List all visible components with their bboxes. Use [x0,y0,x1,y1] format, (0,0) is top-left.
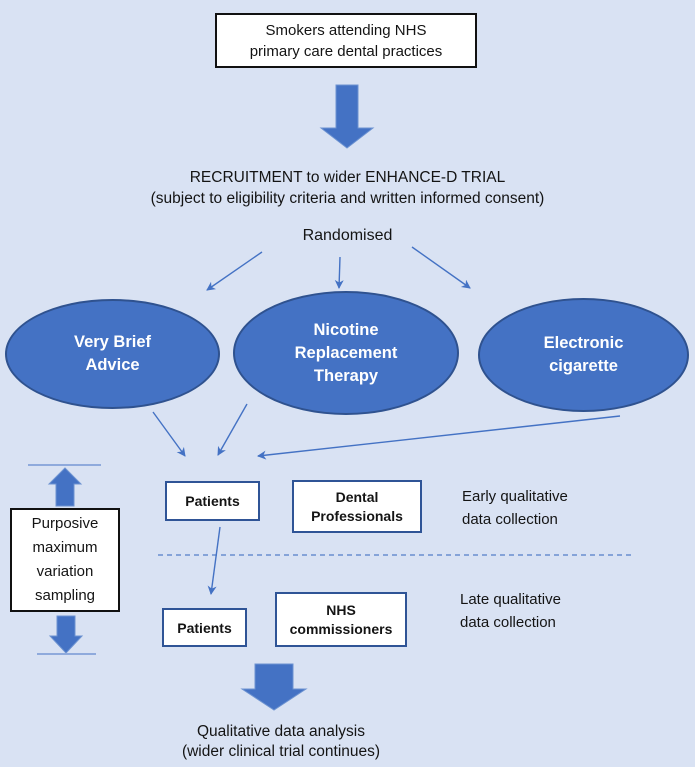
nhs-commissioners-line1: NHS [326,601,356,618]
randomise-arrow-middle [334,256,344,289]
recruitment-block-arrow-icon [319,84,375,149]
randomise-arrow-left [206,251,263,291]
arm-electronic-cigarette-ellipse: Electronic cigarette [478,298,689,412]
recruitment-line1: RECRUITMENT to wider ENHANCE-D TRIAL [189,169,506,186]
analysis-block-arrow-icon [240,663,308,711]
analysis-caption: Qualitative data analysis (wider clinica… [96,722,466,761]
arm-nrt-line1: Nicotine [313,320,379,339]
dental-professionals-line2: Professionals [311,507,403,524]
source-population-line2: primary care dental practices [249,42,443,60]
arm-nrt-line3: Therapy [313,366,379,385]
arm-vba-line2: Advice [85,356,140,374]
patients-flow-arrow [207,526,221,595]
recruitment-caption: RECRUITMENT to wider ENHANCE-D TRIAL (su… [0,167,695,209]
early-collection-line1: Early qualitative [462,488,568,505]
sampling-line1: Purposive [31,515,99,532]
arm-very-brief-advice-ellipse: Very Brief Advice [5,299,220,409]
early-collection-line2: data collection [462,511,558,528]
purposive-sampling-box: Purposive maximum variation sampling [10,508,120,612]
late-collection-line1: Late qualitative [460,591,561,608]
arm-ec-line2: cigarette [549,357,618,375]
late-collection-label: Late qualitative data collection [460,588,640,634]
sampling-up-arrow-icon [47,467,83,507]
randomise-arrow-right [411,246,471,289]
nhs-commissioners-box: NHS commissioners [275,592,407,647]
dental-professionals-line1: Dental [335,488,379,505]
converge-arrow-right [257,415,621,460]
converge-arrow-left [152,411,186,457]
analysis-line1: Qualitative data analysis [196,723,365,740]
source-population-box: Smokers attending NHS primary care denta… [215,13,477,68]
sampling-line4: sampling [34,587,96,604]
arm-nrt-line2: Replacement [294,343,398,362]
sampling-line3: variation [36,563,94,580]
nhs-commissioners-line2: commissioners [289,620,393,637]
sampling-down-arrow-icon [48,615,84,654]
converge-arrow-middle [217,403,248,456]
arm-ec-line1: Electronic [543,334,624,352]
sampling-line2: maximum [32,539,98,556]
early-collection-label: Early qualitative data collection [462,485,642,531]
analysis-line2: (wider clinical trial continues) [181,742,381,760]
late-patients-box: Patients [162,608,247,647]
arm-vba-line1: Very Brief [73,333,152,351]
recruitment-line2: (subject to eligibility criteria and wri… [150,190,545,207]
randomised-label: Randomised [302,227,393,244]
dental-professionals-box: Dental Professionals [292,480,422,533]
arm-nicotine-replacement-ellipse: Nicotine Replacement Therapy [233,291,459,415]
late-collection-line2: data collection [460,614,556,631]
source-population-line1: Smokers attending NHS [265,21,427,39]
early-patients-box: Patients [165,481,260,521]
